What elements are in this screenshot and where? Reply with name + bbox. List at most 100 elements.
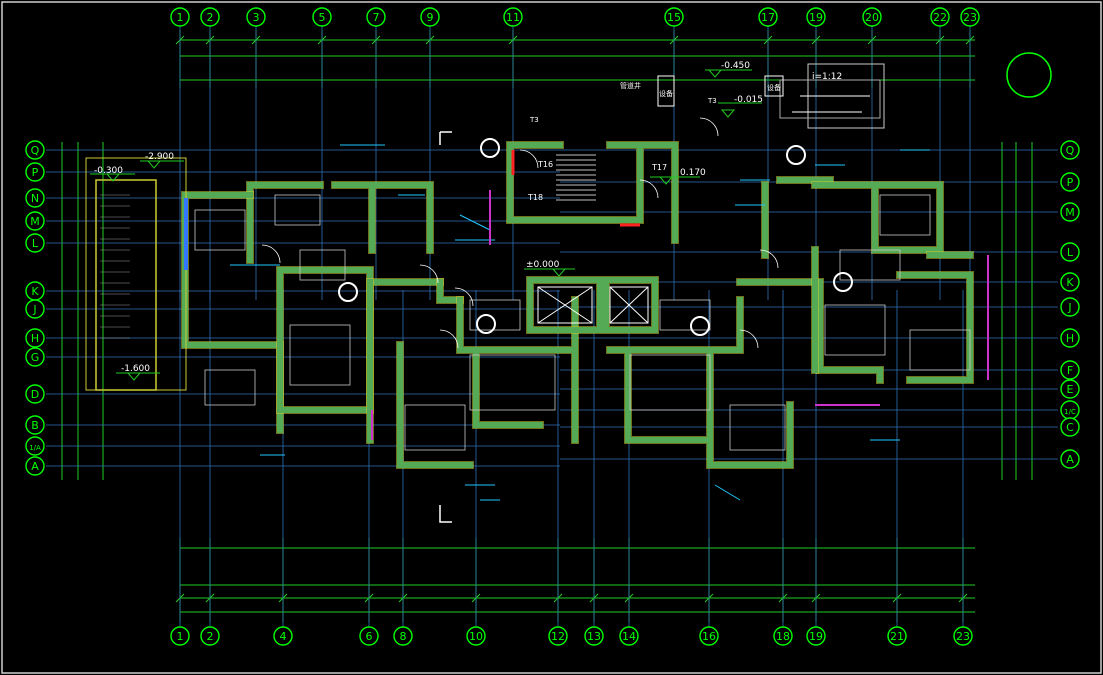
axis-bubble: H (25, 328, 45, 348)
axis-label: 21 (890, 630, 904, 643)
elevator-shaft (609, 286, 649, 324)
axis-bubble: P (25, 162, 45, 182)
axis-label: Q (31, 144, 40, 157)
axis-bubble: M (1060, 202, 1080, 222)
section-mark (439, 505, 452, 523)
axis-label: 6 (366, 630, 373, 643)
axis-bubble: N (25, 188, 45, 208)
axis-bubble-circle (25, 299, 45, 319)
axis-bubble-circle (1060, 272, 1080, 292)
axis-bubble: 23 (953, 626, 973, 646)
furniture (659, 299, 711, 331)
axis-bubble: 1 (170, 7, 190, 27)
axis-label: 22 (933, 11, 947, 24)
door-swing (419, 264, 439, 284)
axis-bubble: C (1060, 417, 1080, 437)
axis-label: 2 (207, 11, 214, 24)
stair-label: T18 (527, 193, 543, 202)
furniture (629, 354, 711, 411)
axis-label: 20 (865, 11, 879, 24)
axis-bubble-circle (548, 626, 568, 646)
elevator-shaft (537, 286, 593, 324)
axis-bubble: 17 (758, 7, 778, 27)
axis-label: 13 (587, 630, 601, 643)
axis-bubble: 16 (699, 626, 719, 646)
axis-bubble: D (25, 384, 45, 404)
elevation-label: -0.450 (721, 61, 750, 71)
room-label: 设备 (659, 89, 673, 98)
axis-bubble: 15 (664, 7, 684, 27)
axis-bubble-circle (1060, 140, 1080, 160)
door-swing (739, 329, 759, 349)
shaft-circle (833, 272, 853, 292)
axis-bubble-circle (806, 7, 826, 27)
axis-bubble-circle (584, 626, 604, 646)
furniture (299, 249, 346, 281)
axis-bubble: 2 (200, 7, 220, 27)
building-walls (181, 141, 974, 469)
axis-label: 7 (373, 11, 380, 24)
axis-bubble: 5 (312, 7, 332, 27)
axis-bubble-circle (25, 384, 45, 404)
elevation-mark: -1.600 (116, 364, 160, 381)
axis-bubble: 21 (887, 626, 907, 646)
elevator-cross (609, 286, 649, 324)
axis-bubble: H (1060, 328, 1080, 348)
axis-bubble-circle (25, 415, 45, 435)
axis-bubble: 14 (619, 626, 639, 646)
axis-label: H (1066, 332, 1074, 345)
axis-bubble: 1 (170, 626, 190, 646)
axis-bubble-circle (619, 626, 639, 646)
axis-bubble-circle (503, 7, 523, 27)
axis-bubble-circle (953, 626, 973, 646)
axis-bubble: K (1060, 272, 1080, 292)
axis-bubble-circle (887, 626, 907, 646)
axis-label: M (30, 215, 40, 228)
axis-bubble-circle (862, 7, 882, 27)
elevation-mark: -0.450 (705, 61, 752, 78)
axis-bubble: 12 (548, 626, 568, 646)
axis-bubble-circle (25, 162, 45, 182)
axis-bubble-circle (273, 626, 293, 646)
axis-bubble-circle (699, 626, 719, 646)
axis-bubble: 23 (960, 7, 980, 27)
shaft-circle (476, 314, 496, 334)
axis-bubble-circle (25, 456, 45, 476)
axis-label: F (1067, 364, 1073, 377)
axis-bubble: J (25, 299, 45, 319)
furniture (274, 194, 321, 226)
furniture (879, 194, 931, 236)
axis-bubble-circle (246, 7, 266, 27)
elevation-mark: ±0.000 (524, 260, 575, 277)
stair-label: T16 (537, 160, 553, 169)
wall (247, 182, 433, 263)
external-stair (85, 157, 187, 391)
axis-bubble-circle (466, 626, 486, 646)
door-swing (699, 117, 719, 137)
axis-bubble: 3 (246, 7, 266, 27)
elevation-mark: -0.015 (718, 95, 763, 118)
axis-bubble: A (25, 456, 45, 476)
axis-bubble: 7 (366, 7, 386, 27)
slope-label: i=1:12 (812, 72, 842, 82)
furniture (729, 404, 786, 451)
axis-bubble-circle (393, 626, 413, 646)
axis-bubble-circle (25, 188, 45, 208)
axis-bubble: M (25, 211, 45, 231)
axis-label: 16 (702, 630, 716, 643)
axis-bubble: 1/C (1060, 400, 1080, 420)
axis-bubble: 13 (584, 626, 604, 646)
axis-label: L (32, 237, 39, 250)
axis-label: 1/A (29, 444, 41, 452)
axis-label: 10 (469, 630, 483, 643)
axis-label: H (31, 332, 39, 345)
annotation-leader (714, 484, 741, 501)
axis-bubble: 22 (930, 7, 950, 27)
elevation-mark: 0.170 (650, 168, 706, 185)
axis-label: P (32, 166, 39, 179)
axis-bubble: 9 (420, 7, 440, 27)
axis-bubble-circle (1060, 417, 1080, 437)
axis-bubble-circle (25, 328, 45, 348)
annotation-leader (459, 214, 491, 231)
elevation-label: -2.900 (145, 152, 174, 162)
